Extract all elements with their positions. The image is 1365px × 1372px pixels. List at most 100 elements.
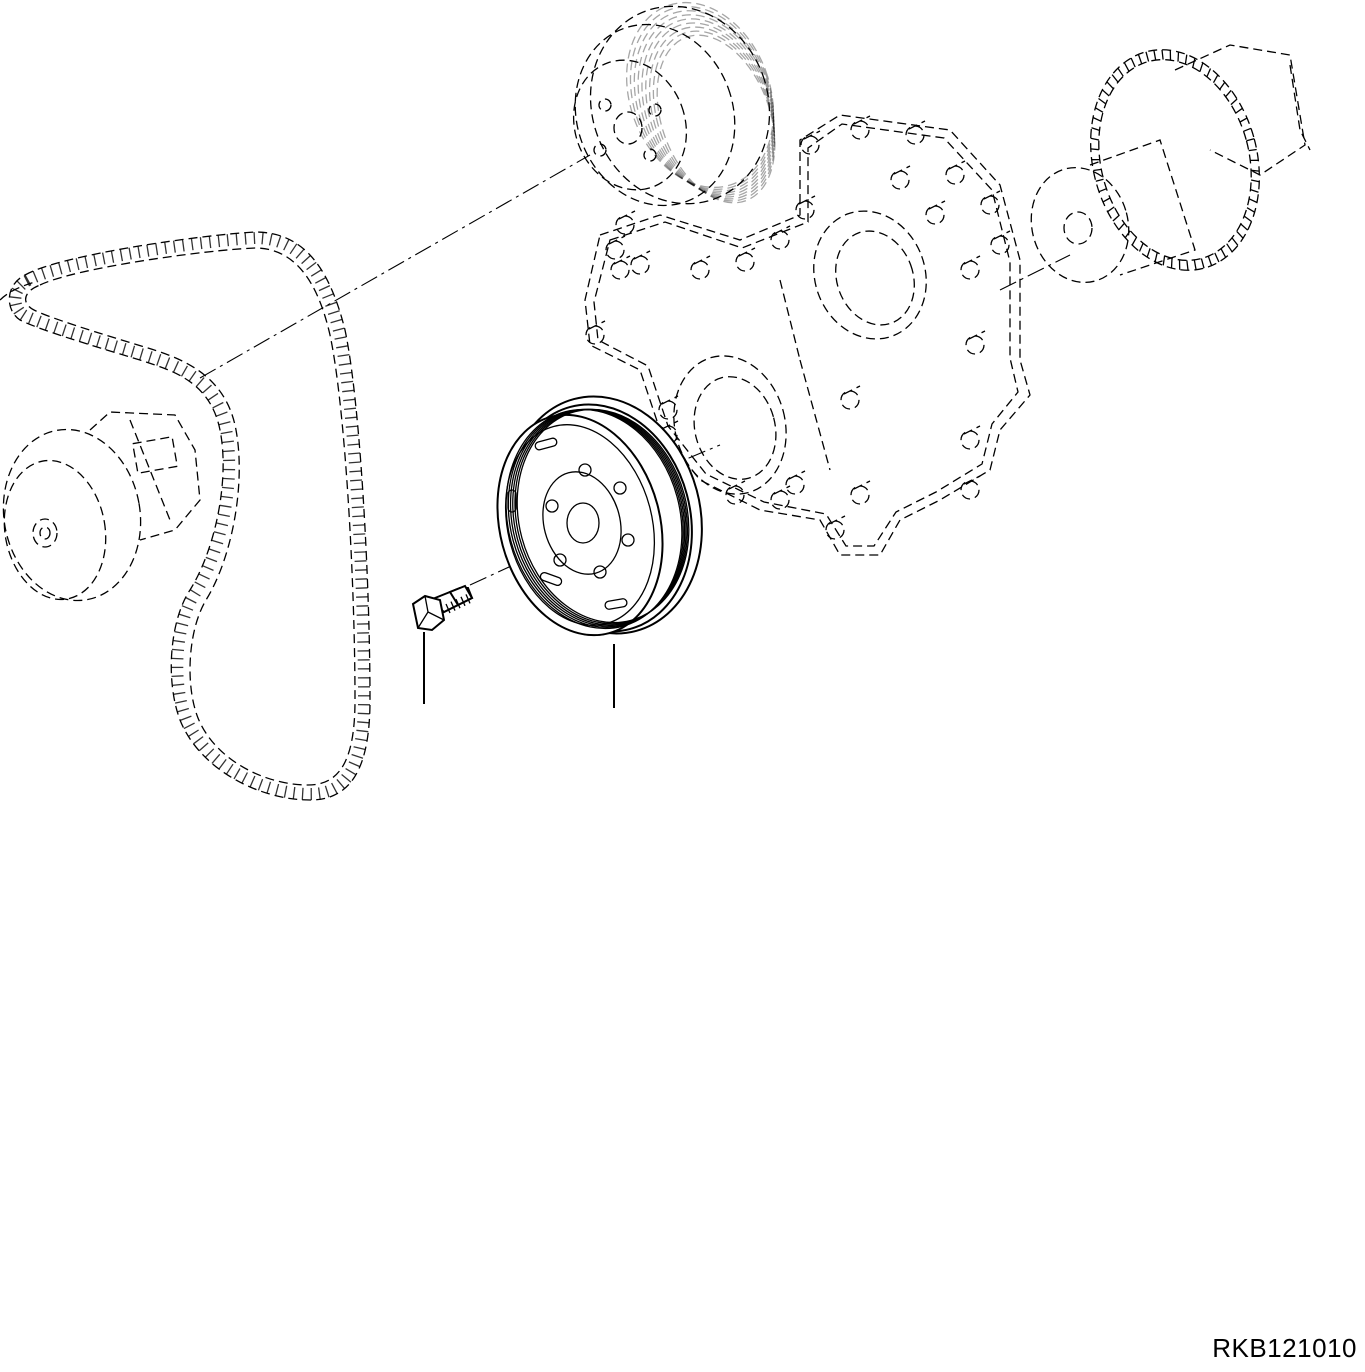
pulley-bolt-hole xyxy=(553,553,567,567)
belt-rib xyxy=(176,622,189,627)
belt-rib xyxy=(354,560,367,563)
pulley-bolt-hole xyxy=(593,565,607,579)
belt-rib xyxy=(337,353,350,358)
belt-rib xyxy=(283,239,290,251)
groove-line xyxy=(625,1,775,189)
cover-bolt xyxy=(960,430,980,450)
gear-tooth xyxy=(1146,248,1151,258)
belt-rib xyxy=(215,411,228,417)
belt-rib xyxy=(219,504,232,508)
gear-tooth xyxy=(1107,206,1115,213)
belt-rib xyxy=(353,533,366,536)
front-cover xyxy=(584,114,1031,556)
belt-rib xyxy=(172,683,185,687)
belt-rib xyxy=(217,235,221,248)
belt-rib xyxy=(352,524,365,527)
belt-rib xyxy=(353,542,366,545)
groove-line xyxy=(652,30,776,202)
belt-rib xyxy=(332,327,345,332)
belt-rib xyxy=(193,736,204,745)
belt-rib xyxy=(198,573,210,580)
pulley-bolt-hole xyxy=(621,533,635,547)
gear-tooth xyxy=(1090,148,1099,151)
fan-pulley xyxy=(572,1,776,207)
belt-rib xyxy=(177,707,189,713)
belt-rib xyxy=(156,353,162,366)
gear-tooth xyxy=(1091,127,1100,132)
belt-rib xyxy=(32,270,39,283)
belt-rib xyxy=(194,581,206,589)
cover-bolt-shank xyxy=(983,190,1001,200)
cover-bolt xyxy=(890,170,910,190)
belt-rib xyxy=(208,548,221,554)
belt-rib xyxy=(235,233,238,246)
belt-rib xyxy=(289,243,298,255)
belt-rib xyxy=(351,497,364,500)
belt-rib xyxy=(147,351,153,363)
belt-rib xyxy=(40,267,47,280)
cover-bolt xyxy=(980,195,1000,215)
belt-rib xyxy=(19,309,28,321)
cover-bolt-shank xyxy=(633,250,651,260)
gear-tooth xyxy=(1117,67,1124,77)
gear-tooth xyxy=(1102,197,1111,203)
belt-rib xyxy=(349,470,362,473)
belt-rib xyxy=(119,249,124,262)
belt-rib xyxy=(204,748,215,758)
belt-rib xyxy=(221,440,234,444)
belt-rib xyxy=(84,256,89,269)
belt-rib xyxy=(173,691,186,695)
gear-tooth xyxy=(1192,58,1196,68)
gear-tooth xyxy=(1226,243,1233,253)
belt-rib xyxy=(345,768,357,776)
cover-bolt xyxy=(850,485,870,505)
belt-rib xyxy=(220,495,233,499)
gear-tooth xyxy=(1170,258,1173,269)
cover-bolt xyxy=(990,235,1010,255)
belt-rib xyxy=(350,488,363,491)
gear-tooth xyxy=(1236,230,1244,239)
gear-tooth xyxy=(1225,89,1232,98)
gear-tooth xyxy=(1246,207,1255,213)
belt-rib xyxy=(218,759,227,770)
belt-rib xyxy=(301,787,304,800)
gear-tooth xyxy=(1095,107,1104,113)
belt-rib xyxy=(121,343,127,355)
gear-tooth xyxy=(1248,148,1257,152)
cover-bolt-shank xyxy=(661,395,679,405)
belt-rib xyxy=(66,260,72,273)
gear-tooth xyxy=(1193,259,1197,270)
gear-tooth xyxy=(1186,260,1189,271)
belt-rib xyxy=(306,261,317,271)
belt-rib xyxy=(249,775,256,788)
cover-bolt-shank xyxy=(968,330,986,340)
gear-tooth xyxy=(1101,89,1110,97)
belt-rib xyxy=(23,275,31,287)
gear-tooth xyxy=(1248,198,1258,204)
cover-bolt xyxy=(630,255,650,275)
belt-rib xyxy=(199,237,203,250)
belt-rib xyxy=(211,539,224,545)
bolt-thread xyxy=(445,603,451,614)
water-pump xyxy=(2,411,201,602)
belt-rib xyxy=(276,235,282,248)
cover-bolt xyxy=(925,205,945,225)
cover-bolt-shank xyxy=(618,210,636,220)
belt-rib xyxy=(75,258,80,271)
belt-rib xyxy=(322,293,334,299)
v-belt xyxy=(0,231,371,801)
belt-rib xyxy=(195,377,205,388)
cover-bolt-shank xyxy=(798,195,816,205)
crankshaft-gear xyxy=(1030,44,1311,284)
belt-rib xyxy=(95,335,101,348)
belt-rib xyxy=(183,722,195,730)
gear-tooth xyxy=(1095,178,1104,182)
belt-rib xyxy=(341,380,354,384)
cover-bolt-shank xyxy=(963,475,981,485)
cover-bolt xyxy=(770,490,790,510)
belt-rib xyxy=(310,269,322,277)
belt-rib xyxy=(128,247,132,260)
cover-bolt xyxy=(945,165,965,185)
belt-rib xyxy=(104,337,110,350)
belt-rib xyxy=(93,254,97,267)
